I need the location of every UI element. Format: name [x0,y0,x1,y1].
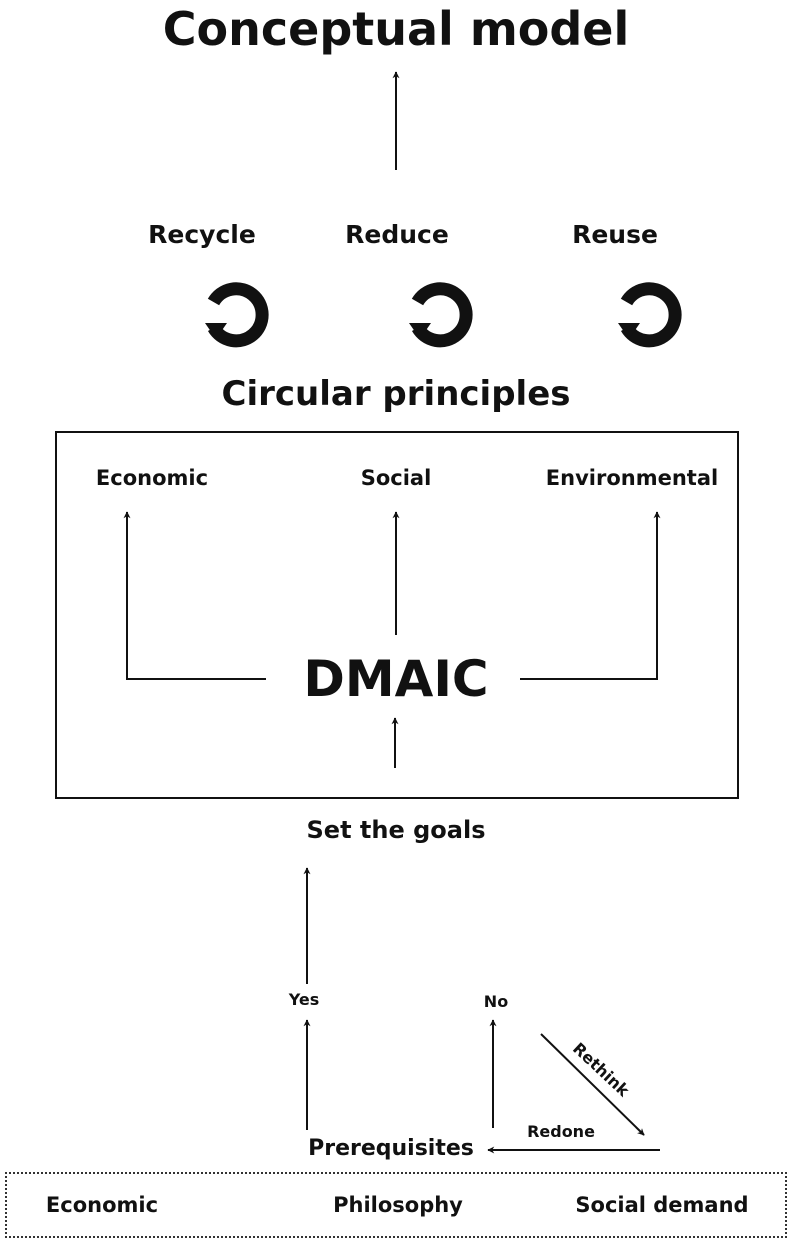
circular-principles-heading: Circular principles [221,374,571,414]
diagram-title: Conceptual model [162,2,630,56]
principle-label-reduce: Reduce [345,220,449,249]
arrow-rethink [540,1033,645,1136]
principle-label-recycle: Recycle [148,220,256,249]
circular-arrow-icon-reuse [618,282,682,348]
yes-label: Yes [288,990,320,1009]
prerequisites-label: Prerequisites [308,1136,474,1161]
foundations-box [5,1172,787,1238]
principle-label-reuse: Reuse [572,220,658,249]
pillar-environmental: Environmental [545,466,719,490]
circular-arrow-icon-reduce [409,282,473,348]
pillar-economic: Economic [95,466,209,490]
redone-label: Redone [527,1122,595,1141]
set-goals-label: Set the goals [306,816,486,844]
branch-economic [123,511,266,680]
branch-environmental [520,511,661,680]
dmaic-frame [55,431,739,799]
foundation-economic: Economic [45,1193,159,1217]
no-label: No [483,992,509,1011]
foundation-social-demand: Social demand [575,1193,749,1217]
pillar-social: Social [360,466,432,490]
foundation-philosophy: Philosophy [333,1193,463,1217]
dmaic-label: DMAIC [303,650,489,708]
circular-arrow-icon-recycle [205,282,269,348]
